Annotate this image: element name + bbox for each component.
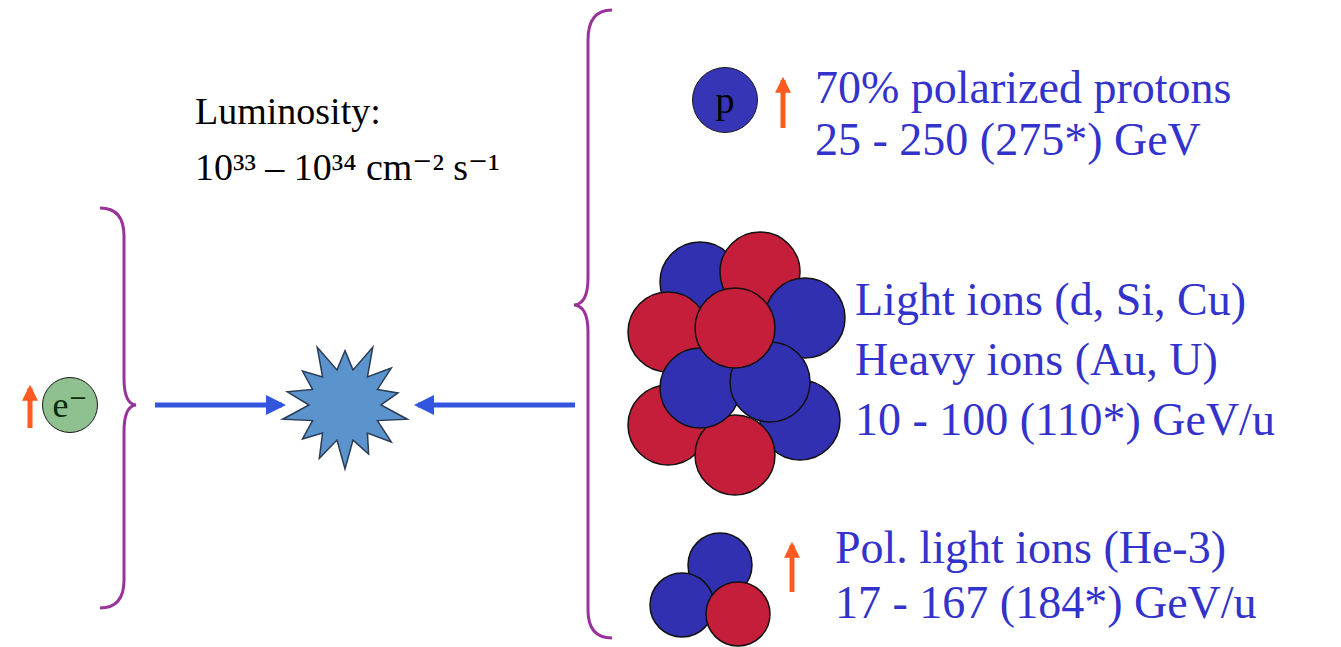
spin-arrow [28, 388, 33, 428]
nucleon [650, 573, 714, 637]
nucleon [695, 288, 775, 368]
helium-nucleus [650, 533, 770, 646]
bracket [100, 208, 136, 608]
beam-label: 70% polarized protons [815, 62, 1231, 115]
beam-arrow [155, 403, 282, 408]
luminosity-value: 10³³ – 10³⁴ cm⁻² s⁻¹ [195, 146, 500, 190]
energy-range: 25 - 250 (275*) GeV [815, 114, 1201, 167]
particle-symbol: e⁻ [52, 387, 87, 423]
proton-circle: p [692, 67, 758, 133]
particle-symbol: p [716, 81, 735, 119]
beam-label: Light ions (d, Si, Cu) [855, 274, 1246, 327]
nucleus [628, 232, 845, 495]
energy-range: 17 - 167 (184*) GeV/u [835, 577, 1257, 630]
beam-label: Heavy ions (Au, U) [855, 334, 1218, 387]
collision-star [283, 347, 408, 469]
nucleon [706, 582, 770, 646]
spin-arrow [790, 545, 795, 592]
electron-circle: e⁻ [42, 377, 98, 433]
spin-arrow [781, 80, 786, 128]
beam-label: Pol. light ions (He-3) [835, 522, 1226, 575]
luminosity-title: Luminosity: [195, 90, 381, 134]
beam-arrow [418, 403, 575, 408]
bracket [574, 10, 612, 638]
energy-range: 10 - 100 (110*) GeV/u [855, 394, 1275, 447]
